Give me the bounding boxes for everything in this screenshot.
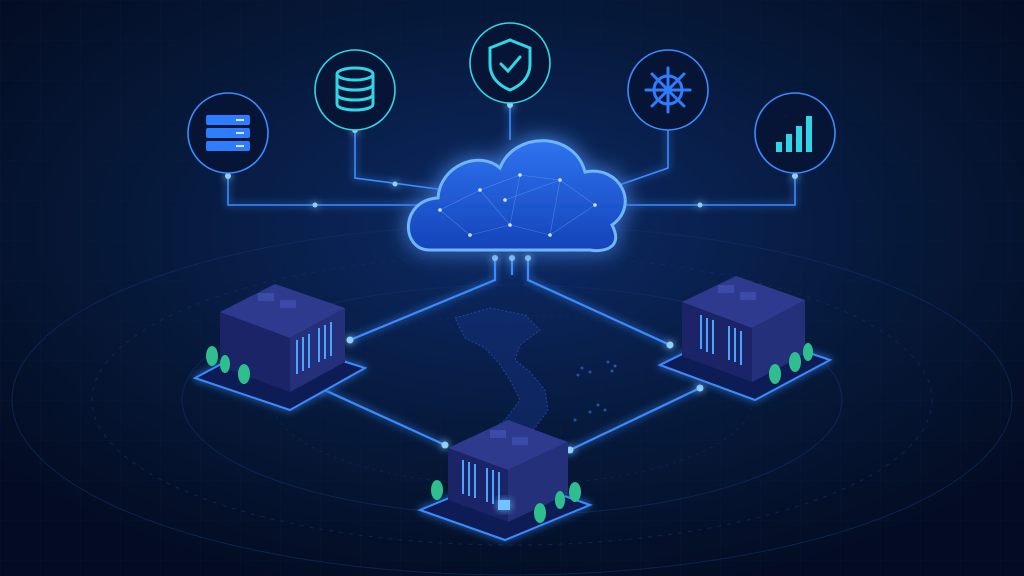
- datacenter-south: [417, 420, 593, 542]
- server-rack-icon: [187, 92, 269, 174]
- datacenter-east: [657, 276, 833, 402]
- datacenter-west: [192, 284, 368, 412]
- link-database-icon: [354, 130, 446, 191]
- database-icon: [314, 49, 396, 131]
- trees: [206, 346, 250, 384]
- link-cloud-east: [526, 258, 671, 347]
- link-cloud-west: [349, 258, 497, 342]
- vietnam-map-silhouette: [454, 307, 617, 446]
- link-server-icon: [227, 176, 430, 206]
- cloud-mesh: [439, 174, 596, 236]
- link-east-south: [569, 387, 701, 451]
- cloud-nodes: [438, 173, 597, 237]
- security-shield-check-icon: [469, 22, 551, 104]
- trees: [769, 343, 813, 384]
- window-lights: [700, 315, 742, 365]
- bar-chart-icon: [754, 92, 836, 174]
- icon-links: [227, 105, 796, 206]
- entrance-light: [498, 500, 510, 510]
- link-west-south: [319, 386, 446, 447]
- trees: [431, 480, 581, 523]
- link-chart-icon: [615, 176, 796, 206]
- kubernetes-helm-icon: [627, 49, 709, 131]
- cloud-shape: [406, 139, 627, 253]
- datacenter-links: [319, 258, 701, 451]
- window-lights: [462, 460, 500, 506]
- window-lights: [296, 322, 332, 374]
- link-helm-icon: [604, 118, 669, 191]
- cloud-hub: [406, 139, 627, 253]
